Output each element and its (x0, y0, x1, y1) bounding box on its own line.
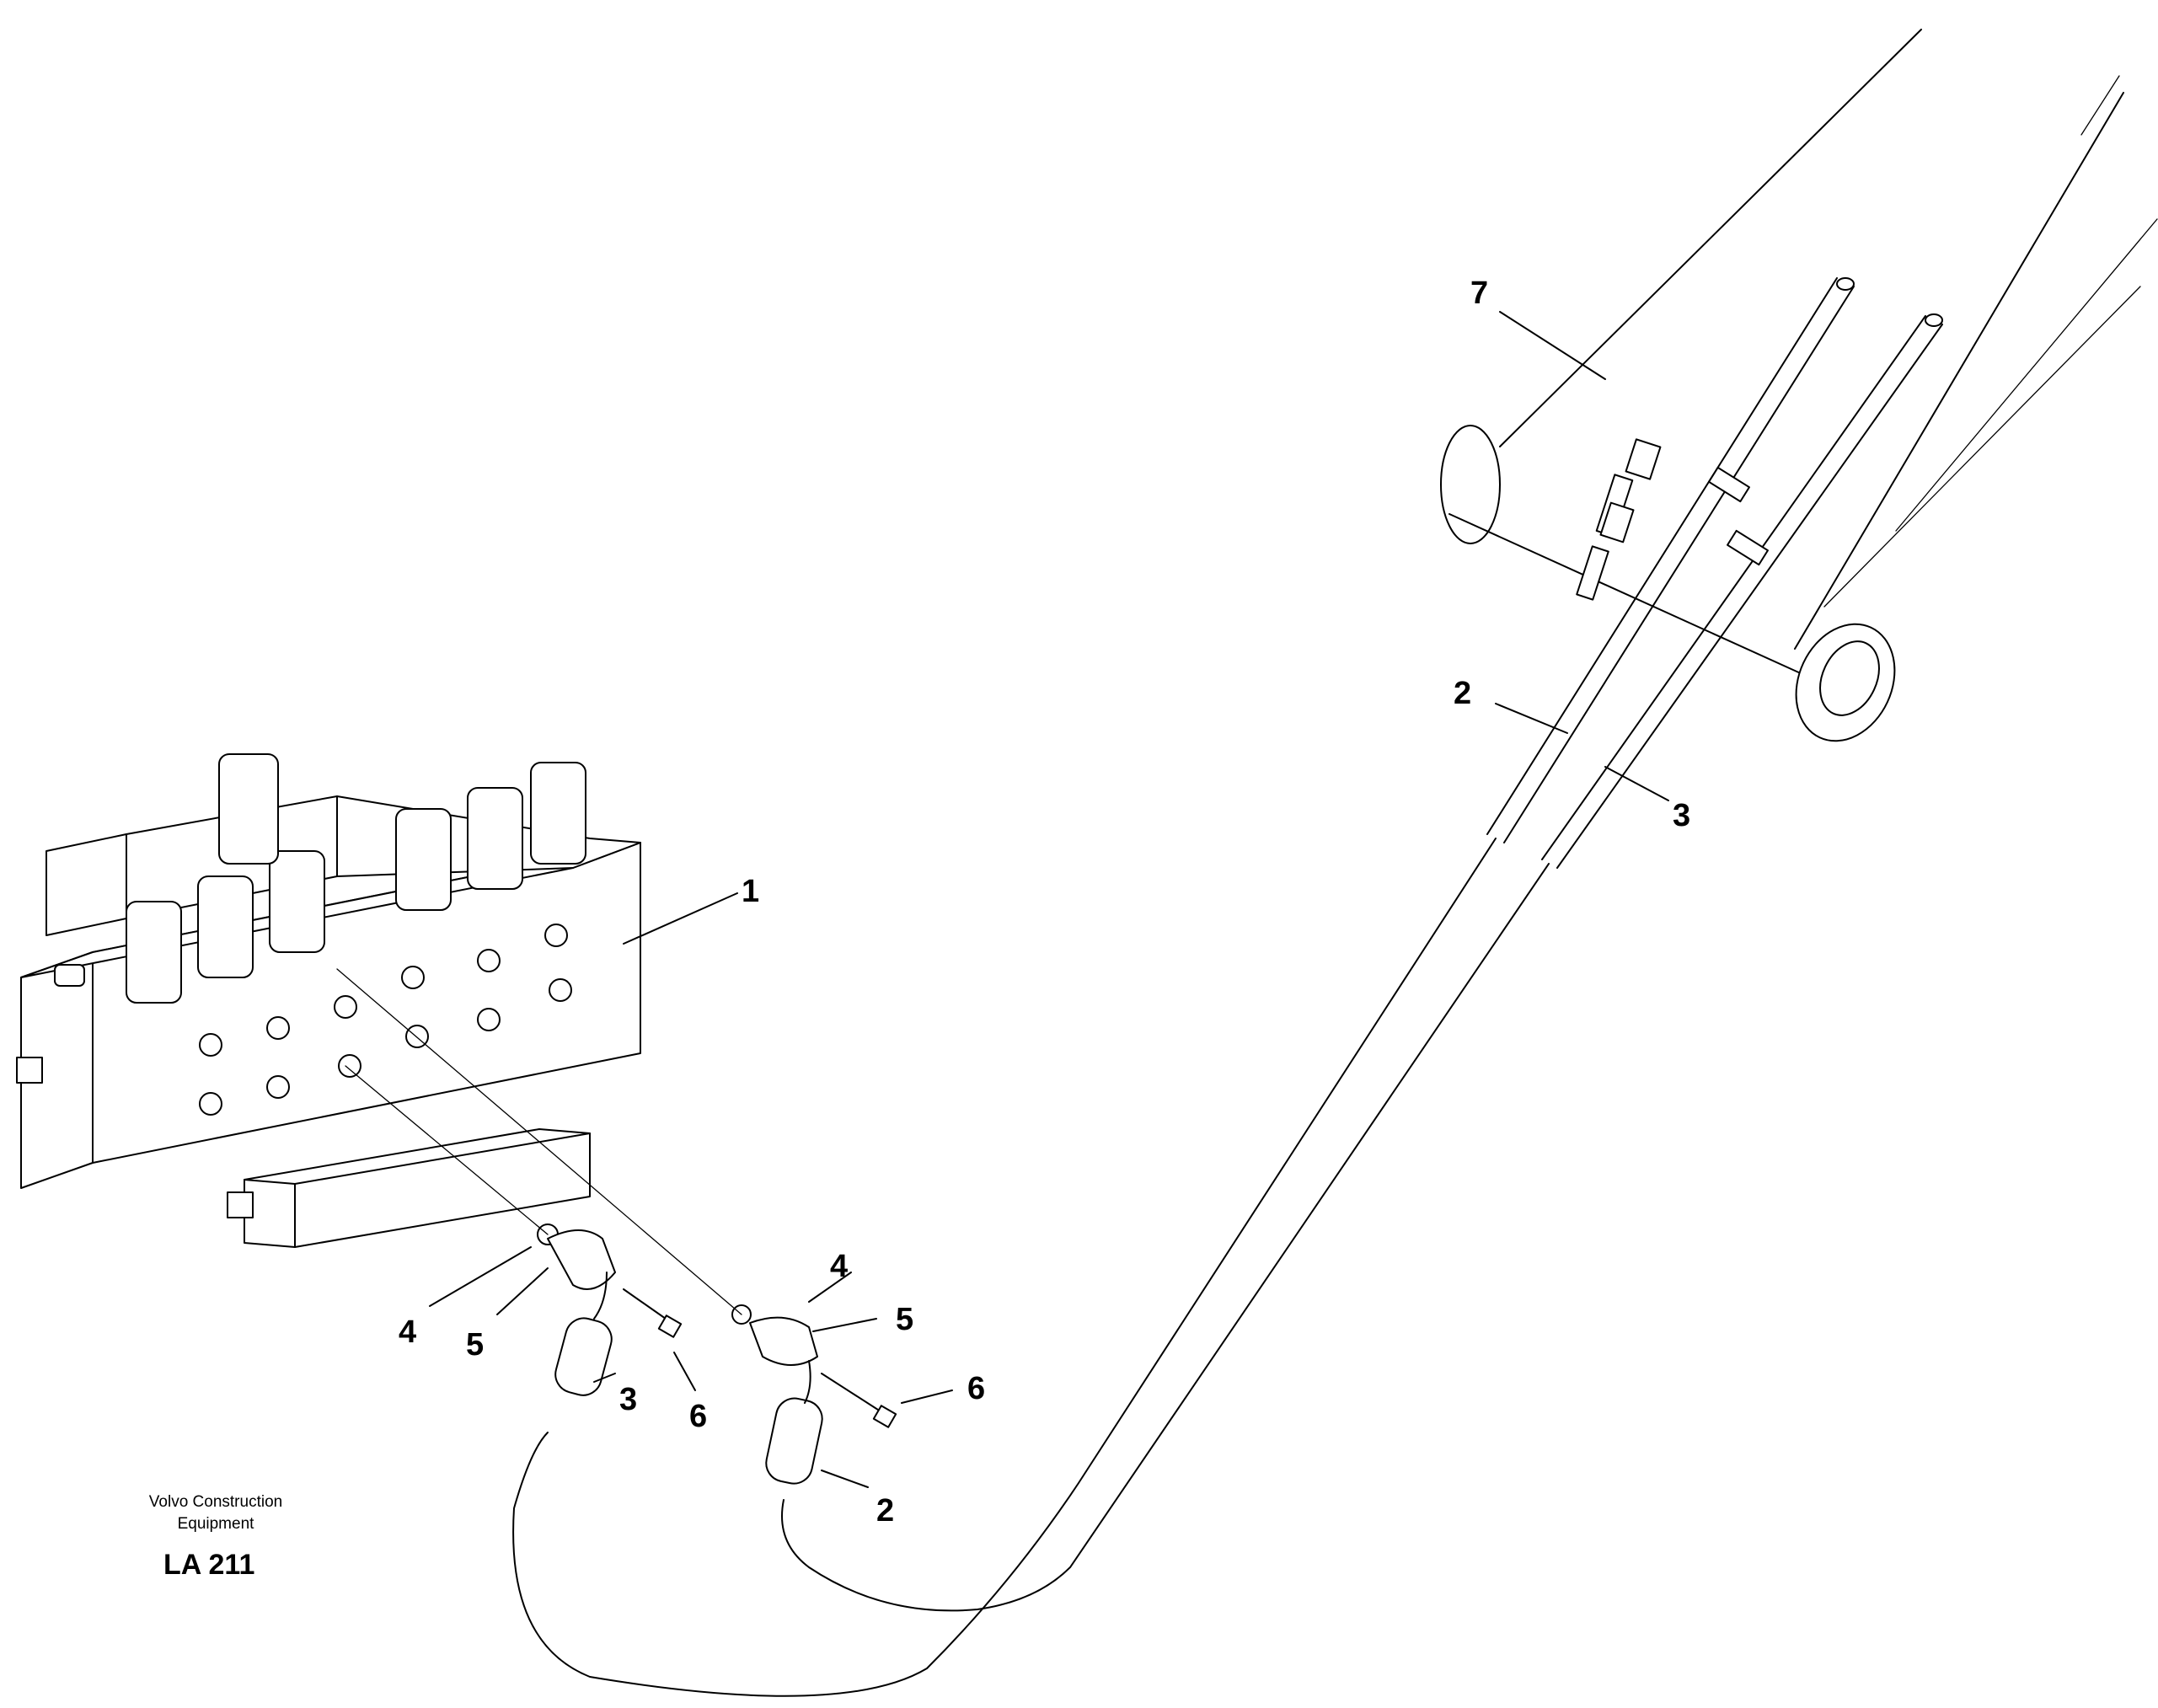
boom-tubes (1486, 277, 1943, 869)
hose-lines (512, 838, 1550, 1697)
solenoid-coils (126, 753, 586, 1004)
fitting-assembly-right (731, 1304, 897, 1485)
callout-4-left: 4 (399, 1314, 416, 1350)
valve-ports (199, 924, 572, 1116)
callout-5-right: 5 (896, 1302, 913, 1337)
boom-outline (1440, 29, 2158, 679)
callout-2-upper: 2 (1454, 676, 1471, 711)
boom-pipe-fittings (1576, 438, 1662, 601)
control-valve-block (16, 753, 641, 1248)
callout-3-lower: 3 (619, 1382, 637, 1417)
callout-6-left: 6 (689, 1399, 707, 1434)
callout-1: 1 (742, 874, 759, 909)
callout-3-upper: 3 (1673, 798, 1690, 833)
boom-pivot-eye (1795, 623, 1896, 742)
credit-line-2: Equipment (178, 1515, 255, 1533)
leader-lines (336, 311, 1669, 1488)
callout-7: 7 (1470, 276, 1488, 311)
fitting-assembly-left (537, 1223, 683, 1396)
drawing-code: LA 211 (163, 1549, 254, 1581)
credit-line-1: Volvo Construction (149, 1493, 282, 1511)
callout-2-lower: 2 (876, 1493, 894, 1529)
callout-4-right: 4 (830, 1249, 848, 1284)
callout-6-right: 6 (967, 1371, 985, 1406)
callout-5-left: 5 (466, 1327, 484, 1363)
